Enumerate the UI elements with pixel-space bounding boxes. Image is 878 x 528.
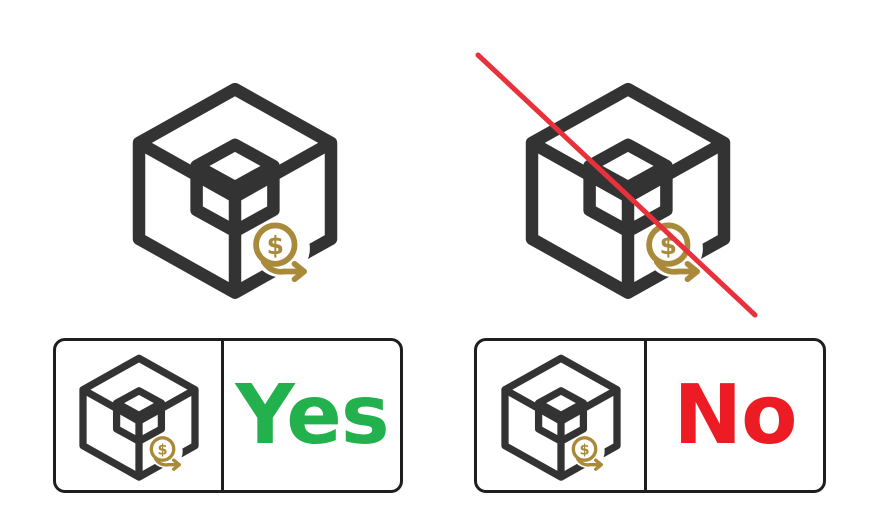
cube-dollar-icon-forbidden xyxy=(498,68,758,308)
no-card-icon-cell xyxy=(477,341,647,490)
yes-label: Yes xyxy=(235,368,389,463)
cube-with-dollar-transfer-icon xyxy=(105,68,365,308)
yes-option-card: Yes xyxy=(53,338,403,493)
cube-with-dollar-transfer-icon xyxy=(498,68,758,308)
yes-card-icon-cell xyxy=(56,341,224,490)
no-option-card: No xyxy=(474,338,826,493)
cube-dollar-icon-allowed xyxy=(105,68,365,308)
cube-with-dollar-transfer-icon xyxy=(486,346,636,486)
no-label: No xyxy=(673,368,798,463)
cube-with-dollar-transfer-icon xyxy=(64,346,214,486)
